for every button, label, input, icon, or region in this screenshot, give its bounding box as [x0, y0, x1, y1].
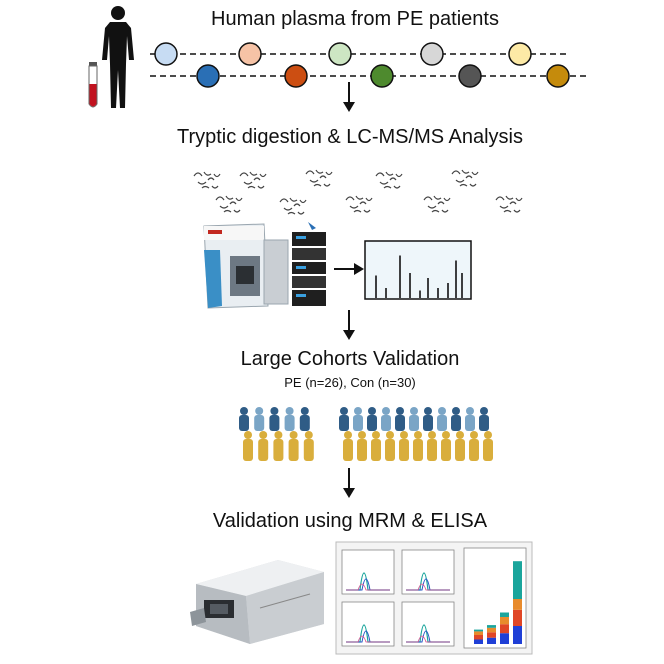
crowd-person [479, 407, 493, 461]
crowd-person [239, 407, 253, 461]
ms-spectrum-icon [364, 240, 472, 300]
chromatogram-panel-icon [335, 541, 533, 655]
step2-title: Tryptic digestion & LC-MS/MS Analysis [176, 126, 524, 148]
arrow-down-icon [343, 468, 355, 498]
peptide-fragments [193, 169, 523, 215]
crowd-person [284, 407, 299, 461]
crowd-person [409, 407, 423, 461]
peptide-fragment-icon [279, 197, 307, 215]
sample-circle [284, 64, 308, 88]
peptide-fragment-icon [451, 169, 479, 187]
crowd-person [254, 407, 269, 461]
lc-ms-instrument-icon [203, 222, 326, 309]
peptide-fragment-icon [193, 171, 221, 189]
peptide-fragment-icon [495, 195, 523, 213]
mrm-instrument-icon [190, 560, 324, 644]
peptide-fragment-icon [305, 169, 333, 187]
step1-title: Human plasma from PE patients [211, 8, 499, 30]
crowd-person [451, 407, 465, 461]
sample-circle [328, 42, 352, 66]
blood-tube-icon [88, 62, 98, 108]
sample-circle [458, 64, 482, 88]
crowd-person [423, 407, 437, 461]
crowd-person [465, 407, 479, 461]
sample-circle [420, 42, 444, 66]
sample-circle [508, 42, 532, 66]
crowd-person [299, 407, 314, 461]
chromatogram-plot [341, 601, 395, 647]
sample-circle [370, 64, 394, 88]
arrow-down-icon [343, 82, 355, 112]
crowd-person [395, 407, 409, 461]
arrow-down-icon [343, 310, 355, 340]
chromatogram-plot [401, 601, 455, 647]
peptide-fragment-icon [423, 195, 451, 213]
crowd-person [269, 407, 284, 461]
crowd-person [381, 407, 395, 461]
crowd-person [367, 407, 381, 461]
step3-title: Large Cohorts Validation [240, 348, 460, 370]
sample-circle [546, 64, 570, 88]
chromatogram-plot [401, 549, 455, 595]
step4-title: Validation using MRM & ELISA [212, 510, 488, 532]
peptide-fragment-icon [345, 195, 373, 213]
crowd-person [339, 407, 353, 461]
people-crowd-icon [239, 407, 314, 461]
people-crowd-icon [339, 407, 493, 461]
stacked-bar-chart-icon [463, 547, 527, 649]
human-silhouette-icon [102, 6, 134, 108]
peptide-fragment-icon [375, 171, 403, 189]
sample-circle [154, 42, 178, 66]
crowd-person [437, 407, 451, 461]
sample-circles-row [150, 42, 590, 88]
chromatogram-plot [341, 549, 395, 595]
crowd-person [353, 407, 367, 461]
peptide-fragment-icon [215, 195, 243, 213]
sample-circle [196, 64, 220, 88]
sample-circle [238, 42, 262, 66]
step3-subtitle: PE (n=26), Con (n=30) [284, 375, 416, 390]
peptide-fragment-icon [239, 171, 267, 189]
arrow-right-icon [334, 263, 364, 275]
